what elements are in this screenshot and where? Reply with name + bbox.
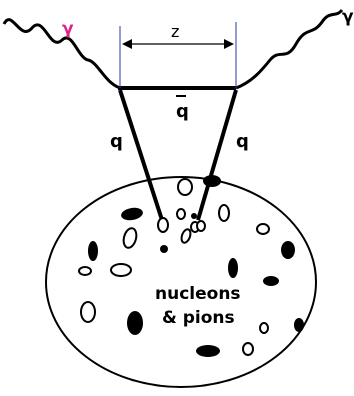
particle-hollow [81,302,95,322]
particle-hollow [178,179,192,195]
hollow-particles [79,179,269,355]
particle-hollow [158,218,168,232]
particle-hollow [260,323,268,333]
particle-filled [88,241,98,261]
arrowhead-right [224,39,234,49]
particle-filled [160,245,168,253]
particle-hollow [197,221,205,231]
particle-hollow [79,267,91,275]
particle-filled [191,213,197,219]
particle-filled [228,258,238,278]
particle-hollow [243,343,253,355]
particle-filled [263,276,279,286]
quark-line-left [120,90,162,220]
particle-filled [294,318,304,332]
nucleus-label-line1: nucleons [155,284,241,304]
photon-label-left: γ [62,19,74,39]
particle-filled [120,206,144,222]
particle-filled [203,175,221,187]
particle-hollow [122,227,139,249]
quark-line-right [198,90,236,220]
photon-wave-right [236,10,342,88]
photon-label-right: γ [342,7,354,27]
separation-label: z [171,22,179,41]
arrowhead-left [122,39,132,49]
particle-hollow [180,228,192,244]
particle-filled [196,345,220,357]
particle-filled [127,311,143,335]
particle-filled [281,241,295,259]
nucleus-label-line2: & pions [162,308,235,328]
quark-label-left: q [110,131,123,152]
particle-hollow [219,205,229,221]
antiquark-label: q [176,101,189,122]
particle-hollow [177,209,185,219]
quark-label-right: q [236,131,249,152]
particle-hollow [111,264,131,276]
particle-hollow [257,224,269,234]
